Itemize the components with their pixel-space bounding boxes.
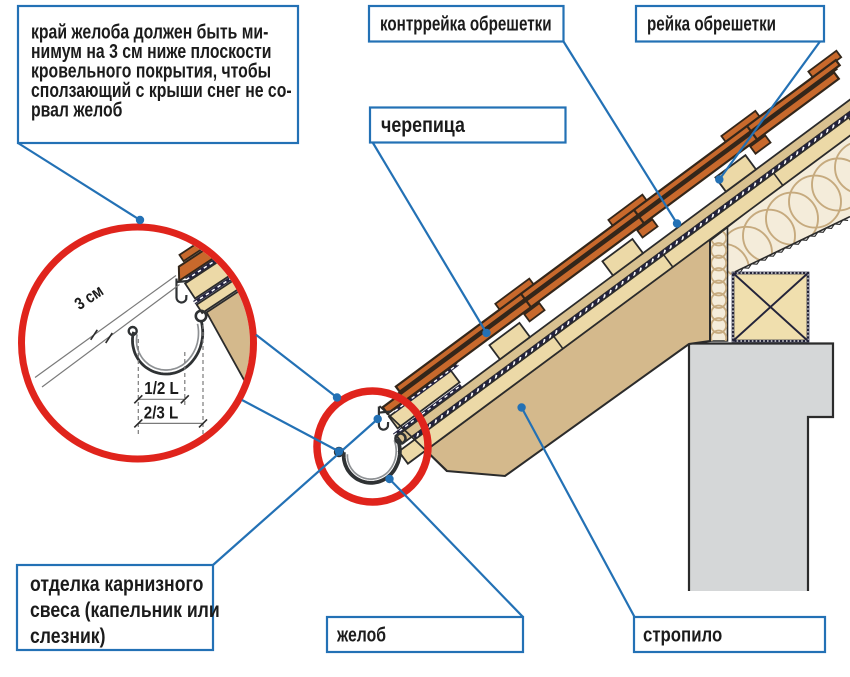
svg-text:2/3 L: 2/3 L — [144, 402, 178, 423]
svg-text:рвал желоб: рвал желоб — [31, 99, 122, 121]
svg-text:слезник): слезник) — [30, 625, 105, 649]
svg-text:свеса (капельник или: свеса (капельник или — [30, 599, 220, 623]
svg-text:контррейка обрешетки: контррейка обрешетки — [380, 12, 552, 35]
svg-text:1/2 L: 1/2 L — [144, 378, 178, 399]
svg-text:рейка обрешетки: рейка обрешетки — [647, 12, 776, 35]
svg-text:черепица: черепица — [381, 114, 465, 138]
svg-text:отделка карнизного: отделка карнизного — [30, 573, 203, 597]
svg-text:желоб: желоб — [336, 624, 386, 646]
svg-text:стропило: стропило — [643, 623, 722, 646]
